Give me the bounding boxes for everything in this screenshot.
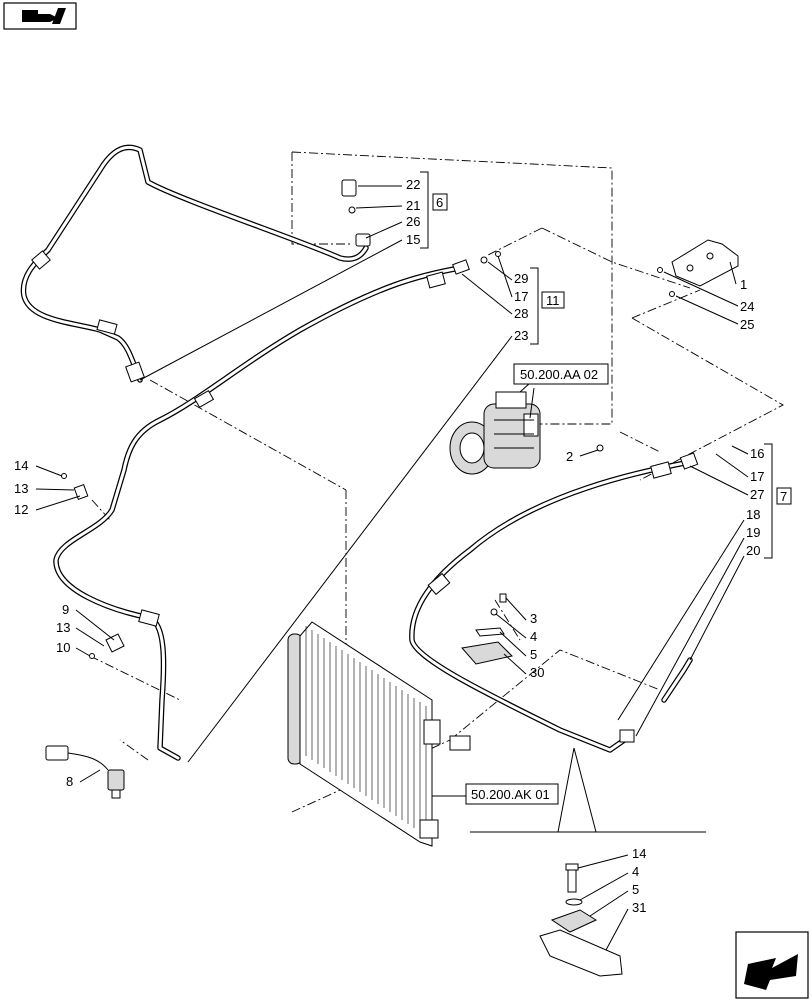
callout-20: 20	[746, 543, 760, 558]
callout-4: 4	[530, 629, 537, 644]
pressure-switch	[45, 745, 125, 799]
bracket-part-1	[657, 239, 739, 297]
callout-5: 5	[530, 647, 537, 662]
clamp-left-lower	[89, 633, 125, 659]
pipe-piece	[661, 657, 693, 703]
callout-labels: 22 21 26 15 29 17 28 23 1 24 25 2 16 17 …	[14, 177, 764, 915]
callout-26: 26	[406, 214, 420, 229]
upper-hose-loop	[20, 144, 369, 383]
callout-25: 25	[740, 317, 754, 332]
callout-9: 9	[62, 602, 69, 617]
callout-22: 22	[406, 177, 420, 192]
fitting-group-6	[341, 179, 371, 247]
condenser	[287, 621, 471, 847]
callout-8: 8	[66, 774, 73, 789]
callout-13-b: 13	[56, 620, 70, 635]
right-hose	[409, 452, 699, 753]
svg-text:7: 7	[780, 489, 787, 504]
clip-group-center	[461, 593, 513, 665]
callout-21: 21	[406, 198, 420, 213]
middle-hose	[53, 259, 470, 761]
callout-10: 10	[56, 640, 70, 655]
compressor	[449, 391, 604, 475]
callout-18: 18	[746, 507, 760, 522]
clamp-left-upper	[61, 473, 89, 500]
callout-24: 24	[740, 299, 754, 314]
callout-29: 29	[514, 271, 528, 286]
callout-13: 13	[14, 481, 28, 496]
callout-12: 12	[14, 502, 28, 517]
callout-31: 31	[632, 900, 646, 915]
bottom-bracket	[539, 863, 623, 977]
group-number-6[interactable]: 6	[432, 193, 448, 211]
callout-1: 1	[740, 277, 747, 292]
group-brackets	[420, 171, 773, 559]
callout-30: 30	[530, 665, 544, 680]
svg-text:6: 6	[436, 195, 443, 210]
return-arrow-icon[interactable]	[735, 931, 809, 999]
callout-16: 16	[750, 446, 764, 461]
callout-28: 28	[514, 306, 528, 321]
reference-compressor[interactable]: 50.200.AA 02	[513, 363, 609, 385]
callout-3: 3	[530, 611, 537, 626]
callout-19: 19	[746, 525, 760, 540]
svg-text:50.200.AK 01: 50.200.AK 01	[471, 787, 550, 802]
fitting-group-11	[480, 251, 501, 264]
svg-text:11: 11	[546, 293, 560, 308]
callout-17-b: 17	[750, 469, 764, 484]
assembly-dash-lines	[89, 151, 784, 813]
group-number-7[interactable]: 7	[776, 487, 792, 505]
callout-17: 17	[514, 289, 528, 304]
group-number-11[interactable]: 11	[541, 291, 565, 309]
svg-text:50.200.AA 02: 50.200.AA 02	[520, 367, 598, 382]
callout-5-b: 5	[632, 882, 639, 897]
callout-15: 15	[406, 232, 420, 247]
reference-condenser[interactable]: 50.200.AK 01	[465, 783, 559, 805]
leader-lines	[35, 185, 749, 951]
assembly-view-icon[interactable]	[3, 2, 77, 30]
callout-27: 27	[750, 487, 764, 502]
callout-4-b: 4	[632, 864, 639, 879]
callout-14-b: 14	[632, 846, 646, 861]
callout-23: 23	[514, 328, 528, 343]
callout-2: 2	[566, 449, 573, 464]
callout-14: 14	[14, 458, 28, 473]
bottom-divider	[470, 747, 706, 833]
